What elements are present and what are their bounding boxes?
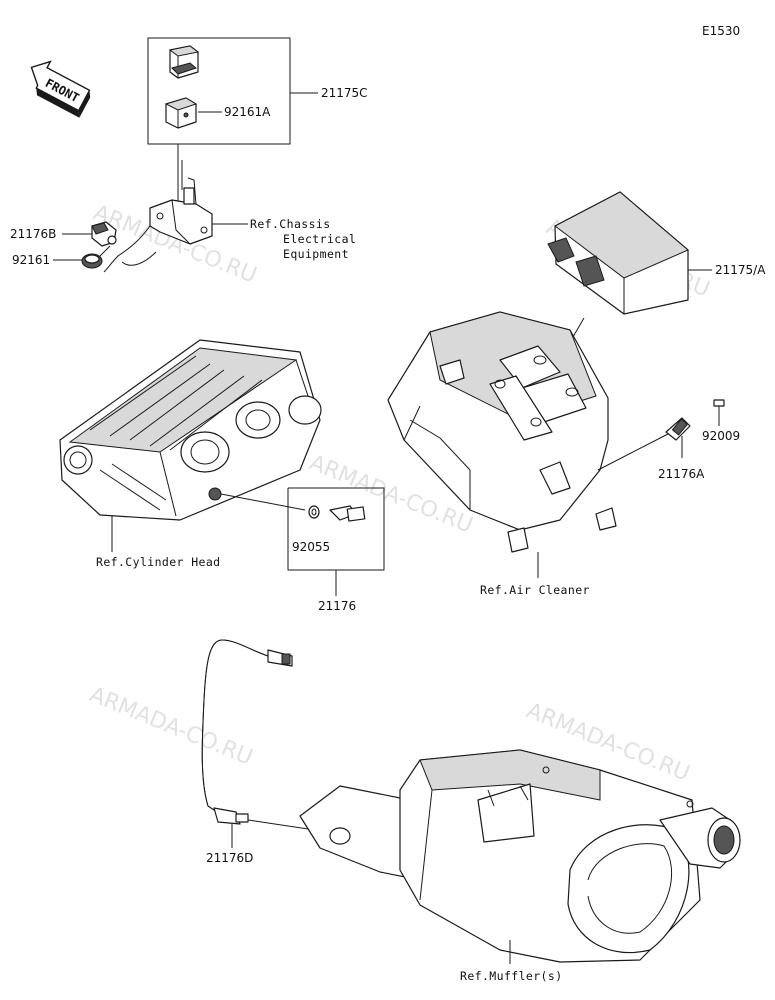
ref-muffler: Ref.Muffler(s)	[460, 969, 563, 983]
part-label-92009: 92009	[702, 429, 740, 443]
callout-bracket	[147, 37, 291, 145]
cylinder-head-illustration: Ref.Cylinder Head	[59, 339, 322, 569]
air-cleaner-illustration: Ref.Air Cleaner	[387, 311, 617, 597]
part-label-92161: 92161	[12, 253, 50, 267]
part-label-21176D: 21176D	[206, 851, 253, 865]
washer-icon	[308, 505, 320, 519]
part-label-92055: 92055	[292, 540, 330, 554]
relay-bracket: Ref.Chassis Electrical Equipment	[103, 144, 356, 273]
part-label-21175A: 21175/A	[715, 263, 766, 277]
part-label-21176B: 21176B	[10, 227, 56, 241]
part-label-21176A: 21176A	[658, 467, 705, 481]
ref-air-cleaner: Ref.Air Cleaner	[480, 583, 590, 597]
sensor-21176A: 21176A 92009	[597, 399, 740, 481]
ref-chassis-line1: Ref.Chassis	[250, 217, 331, 231]
leader-line	[597, 433, 669, 471]
callout-bracket	[287, 487, 385, 571]
part-label-92161A: 92161A	[224, 105, 271, 119]
relay-group-21175C: 21175C 92161A	[147, 37, 368, 145]
bolt-icon	[713, 399, 725, 420]
diagram-code: E1530	[702, 24, 740, 38]
part-label-21176: 21176	[318, 599, 356, 613]
temperature-sensor-icon	[329, 505, 366, 522]
relay-icon	[168, 45, 200, 79]
watermark: ARMADA-CO.RU	[86, 682, 256, 770]
sensor-21176B: 21176B	[10, 221, 117, 247]
sensor-group-21176: 92055 21176	[287, 487, 385, 613]
part-label-21175C: 21175C	[321, 86, 368, 100]
front-direction-icon: FRONT	[30, 60, 91, 118]
ref-chassis-line3: Equipment	[283, 247, 349, 261]
oxygen-sensor-21176D: 21176D	[201, 639, 329, 865]
ecu-21175A: 21175/A	[547, 191, 766, 381]
relay-icon	[164, 97, 198, 129]
leader-line	[220, 493, 306, 511]
clamp-92161: 92161	[12, 245, 111, 269]
ref-chassis-line2: Electrical	[283, 232, 356, 246]
ref-cylinder-head: Ref.Cylinder Head	[96, 555, 221, 569]
muffler-illustration: Ref.Muffler(s)	[299, 749, 741, 983]
